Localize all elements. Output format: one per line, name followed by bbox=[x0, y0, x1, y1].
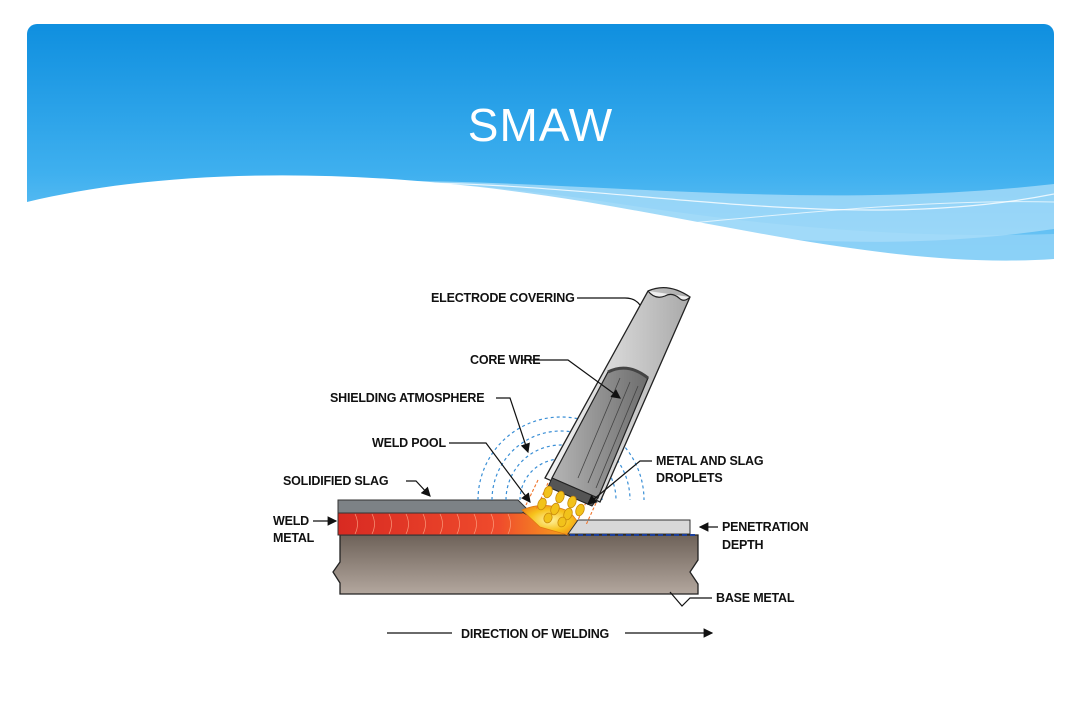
label-direction-of-welding: DIRECTION OF WELDING bbox=[387, 627, 714, 641]
label-shielding-atmosphere-text: SHIELDING ATMOSPHERE bbox=[330, 391, 484, 405]
label-base-metal: BASE METAL bbox=[669, 591, 795, 607]
label-weld-metal-text-line1: WELD bbox=[273, 514, 309, 528]
slide-header-banner: SMAW bbox=[27, 24, 1054, 274]
metal-slag-droplets bbox=[537, 485, 585, 528]
base-metal bbox=[332, 534, 699, 595]
label-metal-and-slag-droplets: METAL AND SLAG DROPLETS bbox=[587, 454, 764, 505]
label-solidified-slag: SOLIDIFIED SLAG bbox=[283, 474, 431, 497]
label-core-wire-text: CORE WIRE bbox=[470, 353, 540, 367]
label-weld-pool-text: WELD POOL bbox=[372, 436, 446, 450]
label-penetration-depth-text-line1: PENETRATION bbox=[722, 520, 809, 534]
slide-title: SMAW bbox=[467, 99, 614, 151]
unwelded-plate bbox=[567, 519, 691, 535]
solidified-slag bbox=[337, 499, 529, 514]
label-core-wire: CORE WIRE bbox=[470, 353, 621, 399]
label-weld-metal-text-line2: METAL bbox=[273, 531, 315, 545]
header-wave-graphic bbox=[27, 24, 1054, 274]
label-droplets-text-line2: DROPLETS bbox=[656, 471, 722, 485]
label-penetration-depth: PENETRATION DEPTH bbox=[698, 520, 809, 552]
label-droplets-text-line1: METAL AND SLAG bbox=[656, 454, 763, 468]
label-weld-pool: WELD POOL bbox=[372, 436, 531, 503]
label-electrode-covering: ELECTRODE COVERING bbox=[431, 291, 641, 306]
label-shielding-atmosphere: SHIELDING ATMOSPHERE bbox=[330, 391, 530, 454]
label-electrode-covering-text: ELECTRODE COVERING bbox=[431, 291, 575, 305]
label-penetration-depth-text-line2: DEPTH bbox=[722, 538, 764, 552]
label-solidified-slag-text: SOLIDIFIED SLAG bbox=[283, 474, 388, 488]
label-base-metal-text: BASE METAL bbox=[716, 591, 795, 605]
label-weld-metal: WELD METAL bbox=[273, 514, 338, 545]
label-direction-of-welding-text: DIRECTION OF WELDING bbox=[461, 627, 609, 641]
